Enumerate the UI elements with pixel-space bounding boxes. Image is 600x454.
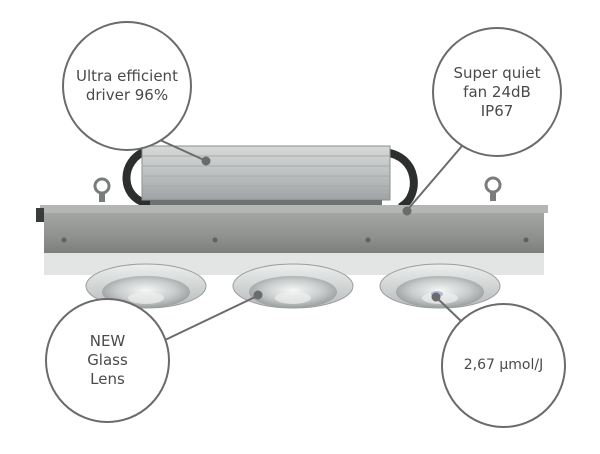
screw [365, 237, 371, 243]
leader-line-fan [408, 145, 463, 209]
screw [523, 237, 529, 243]
callout-efficacy: 2,67 μmol/J [441, 303, 566, 428]
callout-glass-lens: NEW Glass Lens [45, 298, 170, 423]
callout-quiet-fan: Super quiet fan 24dB IP67 [432, 27, 562, 157]
callout-text: Super quiet fan 24dB IP67 [453, 63, 541, 120]
lens-module-center [232, 263, 354, 309]
hanging-ring-right [484, 176, 502, 201]
leader-dot-driver [201, 156, 211, 166]
screw [212, 237, 218, 243]
handle-left [122, 146, 154, 208]
leader-line-efficacy [436, 297, 462, 322]
leader-line-driver [159, 139, 205, 161]
side-connector [36, 208, 44, 222]
callout-text: Ultra efficient driver 96% [76, 67, 178, 104]
callout-text: NEW Glass Lens [87, 332, 128, 388]
handle-right [380, 148, 418, 210]
screw [61, 237, 67, 243]
leader-dot-lens [253, 290, 263, 300]
driver-box [141, 145, 391, 206]
leader-dot-fan [402, 206, 412, 216]
callout-text: 2,67 μmol/J [463, 357, 544, 373]
leader-dot-efficacy [431, 292, 441, 302]
callout-driver-efficiency: Ultra efficient driver 96% [62, 21, 192, 151]
lens-module-right [379, 263, 501, 309]
hanging-ring-left [93, 177, 111, 202]
leader-line-lens [164, 296, 256, 341]
